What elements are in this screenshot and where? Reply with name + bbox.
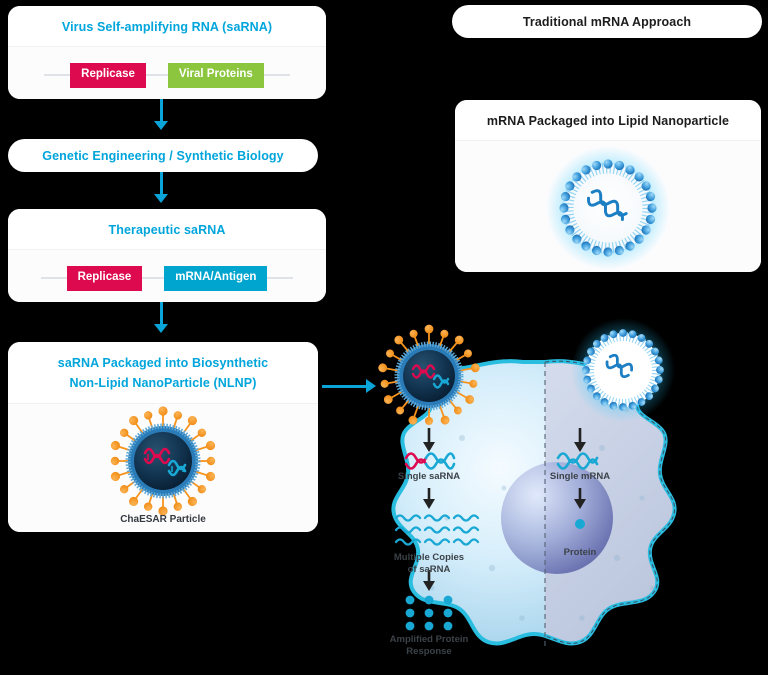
chaesar-particle-caption: ChaESAR Particle — [120, 513, 206, 525]
card-lipid-nanoparticle-body — [455, 141, 761, 272]
card-lipid-nanoparticle: mRNA Packaged into Lipid Nanoparticle — [455, 100, 761, 272]
card-lipid-nanoparticle-header: mRNA Packaged into Lipid Nanoparticle — [455, 100, 761, 142]
connector-to-cell-line — [322, 385, 368, 388]
card-nlnp-title-line1: saRNA Packaged into Biosynthetic — [57, 356, 269, 370]
card-nlnp-body: ChaESAR Particle — [8, 403, 318, 532]
right-pathway-arrow-2 — [574, 488, 586, 509]
card-therapeutic-sarna-header: Therapeutic saRNA — [8, 209, 326, 251]
card-genetic-engineering: Genetic Engineering / Synthetic Biology — [8, 139, 318, 172]
chip-replicase-1: Replicase — [70, 63, 146, 88]
card-nlnp-header: saRNA Packaged into Biosynthetic Non-Lip… — [8, 342, 318, 404]
cell-lipid-nanoparticle-icon — [571, 318, 675, 422]
connector-3-line — [160, 302, 163, 326]
card-therapeutic-sarna-body: Replicase mRNA/Antigen — [8, 250, 326, 302]
card-nlnp: saRNA Packaged into Biosynthetic Non-Lip… — [8, 342, 318, 532]
card-virus-sarna-body: Replicase Viral Proteins — [8, 47, 326, 99]
chaesar-particle-icon — [110, 406, 216, 516]
construct-virus: Replicase Viral Proteins — [8, 47, 326, 99]
construct2-line-mid — [142, 277, 165, 280]
construct-line-mid — [145, 74, 168, 77]
chip-viral-proteins: Viral Proteins — [167, 63, 264, 88]
connector-2-arrowhead — [154, 194, 168, 203]
card-nlnp-title-line2: Non-Lipid NanoParticle (NLNP) — [69, 376, 257, 391]
card-virus-sarna-title: Virus Self-amplifying RNA (saRNA) — [61, 20, 273, 34]
lipid-nanoparticle-icon — [546, 146, 670, 271]
connector-2-line — [160, 172, 163, 196]
card-lipid-nanoparticle-title: mRNA Packaged into Lipid Nanoparticle — [486, 114, 730, 128]
amplified-protein-dots — [405, 595, 453, 631]
connector-to-cell-arrowhead — [366, 379, 376, 393]
single-mrna-glyph — [556, 452, 599, 470]
construct-line-left — [44, 74, 71, 77]
chip-mrna-antigen: mRNA/Antigen — [164, 266, 268, 291]
cell-svg — [378, 318, 677, 648]
left-pathway-arrow-2 — [423, 488, 435, 509]
connector-1-line — [160, 99, 163, 123]
cell-illustration: Single saRNA Multiple Copies of saRNA Am… — [352, 318, 768, 675]
connector-1-arrowhead — [154, 121, 168, 130]
construct-therapeutic: Replicase mRNA/Antigen — [8, 250, 326, 302]
card-virus-sarna-header: Virus Self-amplifying RNA (saRNA) — [8, 6, 326, 48]
left-pathway-arrow-3 — [423, 570, 435, 591]
card-therapeutic-sarna-title: Therapeutic saRNA — [108, 223, 226, 237]
chip-replicase-2: Replicase — [66, 266, 143, 291]
construct-line-right — [263, 74, 290, 77]
cell-chaesar-particle-icon — [378, 324, 480, 425]
single-protein-dot — [575, 519, 585, 529]
card-genetic-engineering-title: Genetic Engineering / Synthetic Biology — [42, 148, 284, 163]
right-pathway-arrow-1 — [574, 428, 586, 452]
left-pathway-arrow-1 — [423, 428, 435, 452]
card-traditional-mrna-title: Traditional mRNA Approach — [522, 14, 692, 29]
single-sarna-glyph — [404, 452, 456, 470]
connector-3-arrowhead — [154, 324, 168, 333]
construct2-line-right — [267, 277, 294, 280]
card-therapeutic-sarna: Therapeutic saRNA Replicase mRNA/Antigen — [8, 209, 326, 302]
construct2-line-left — [40, 277, 67, 280]
card-virus-sarna: Virus Self-amplifying RNA (saRNA) Replic… — [8, 6, 326, 99]
multiple-copies-glyphs — [394, 514, 480, 546]
card-traditional-mrna-header: Traditional mRNA Approach — [452, 5, 762, 38]
